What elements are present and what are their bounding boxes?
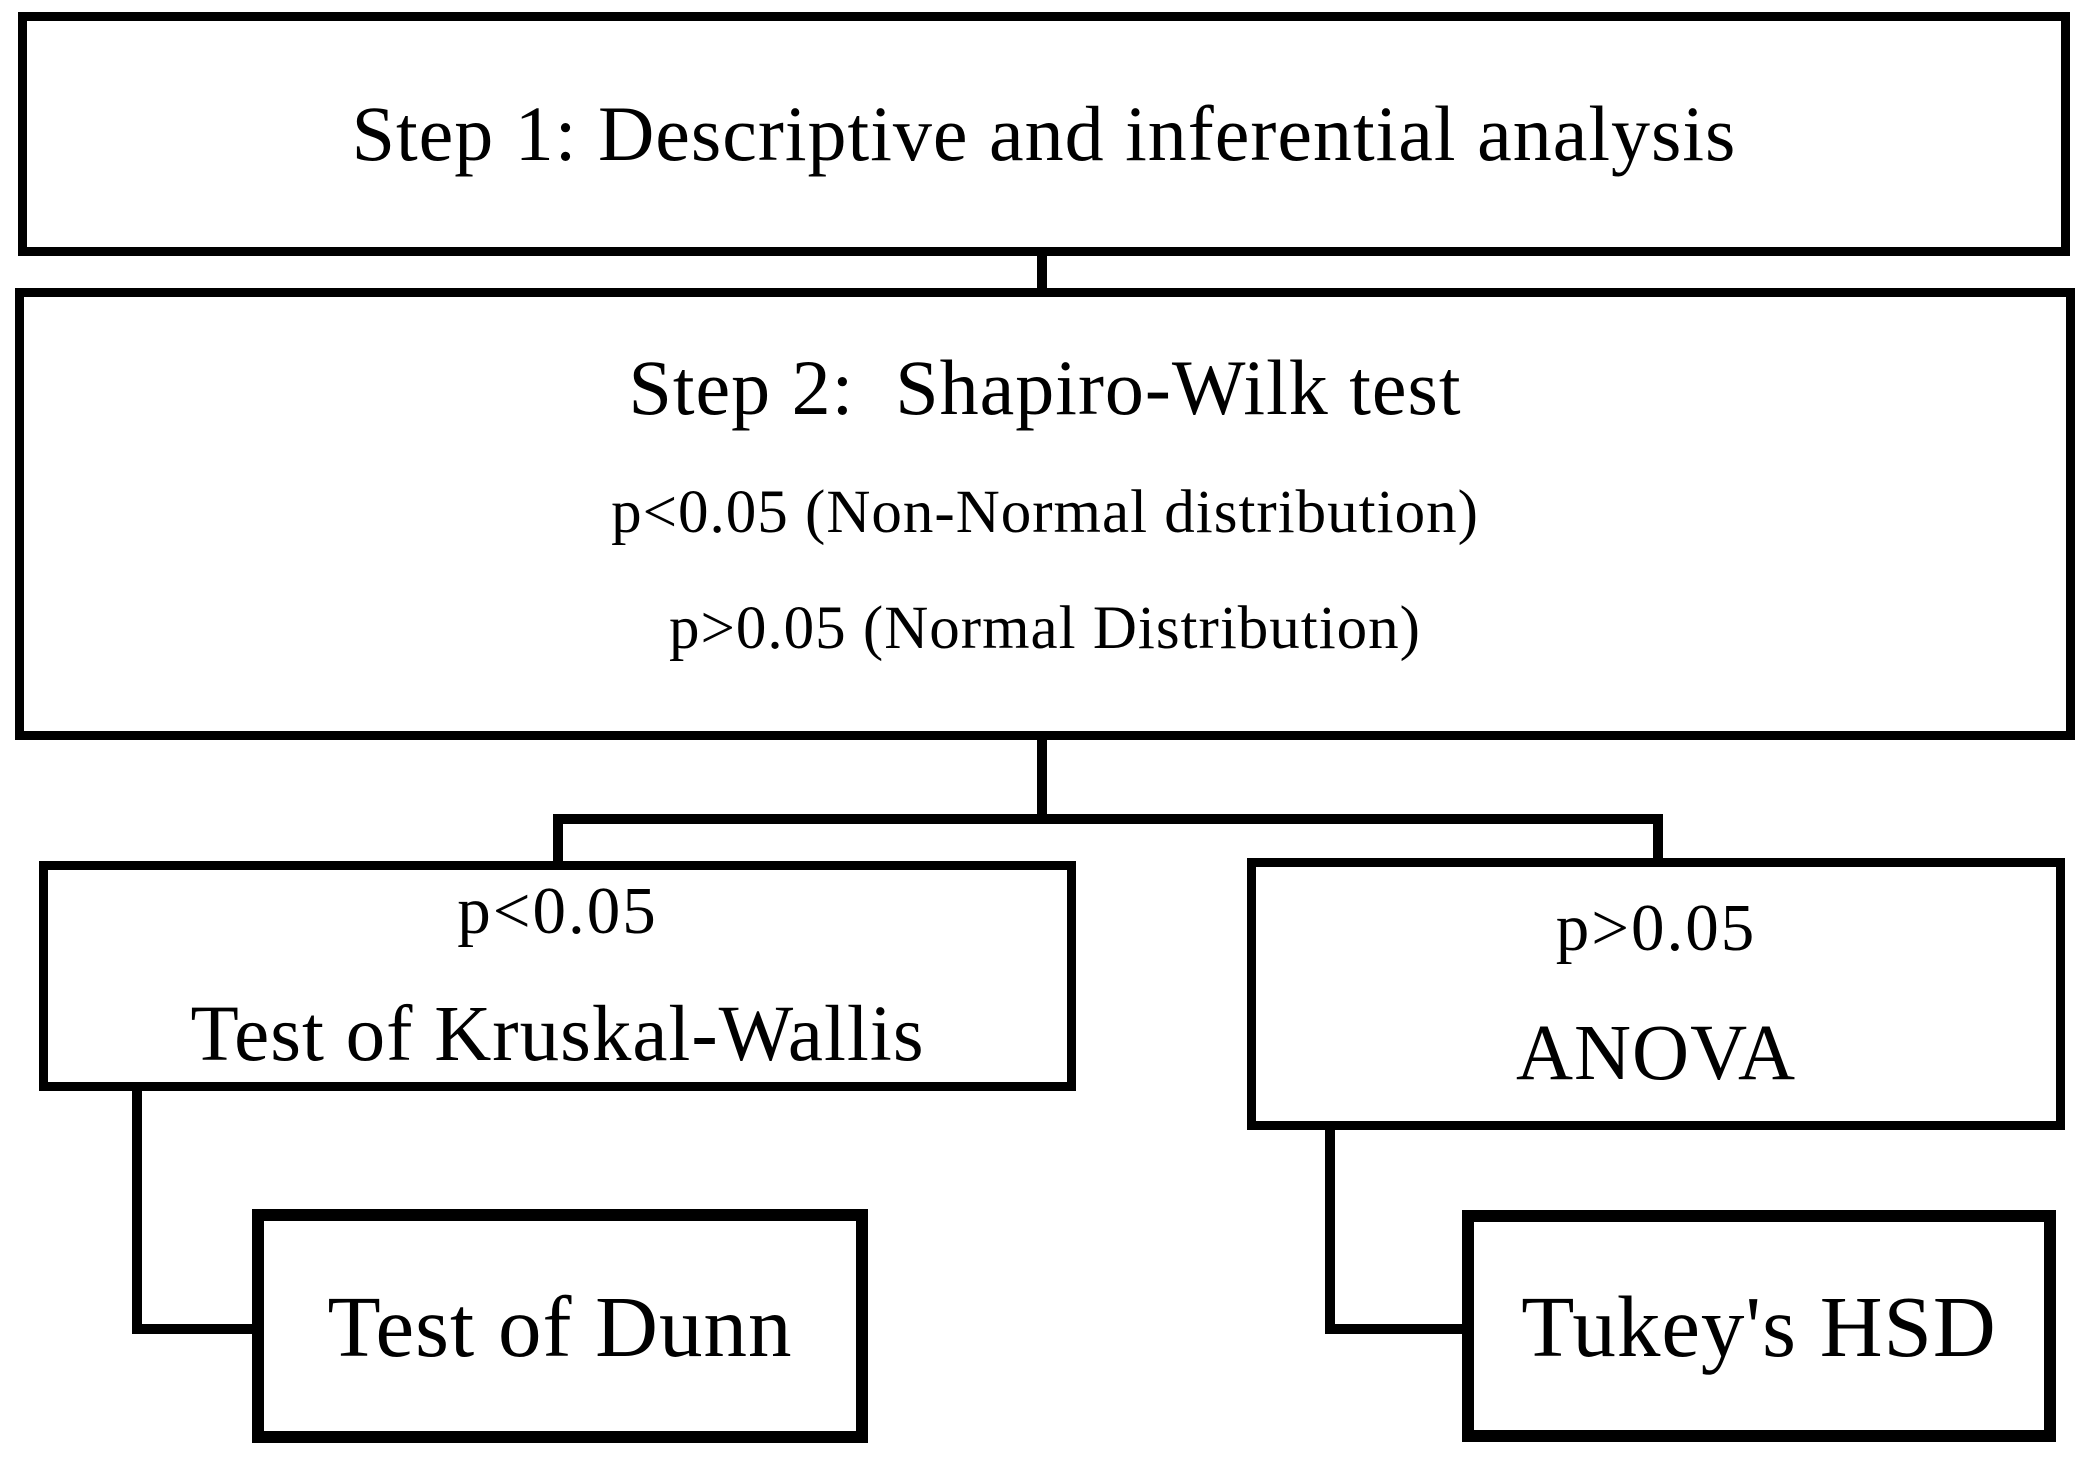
step2-condition-non-normal: p<0.05 (Non-Normal distribution) <box>611 479 1479 546</box>
dunn-test-label: Test of Dunn <box>327 1277 793 1375</box>
tukey-test-label: Tukey's HSD <box>1521 1277 1997 1375</box>
anova-condition: p>0.05 <box>1555 891 1757 965</box>
connector-step2-stem <box>1037 736 1047 824</box>
anova-box: p>0.05 ANOVA <box>1247 858 2065 1130</box>
kruskal-wallis-box: p<0.05 Test of Kruskal-Wallis <box>39 861 1076 1091</box>
connector-anova-tukey-horizontal <box>1325 1324 1468 1334</box>
connector-kruskal-dunn-vertical <box>132 1087 142 1334</box>
step2-title: Step 2: Shapiro-Wilk test <box>628 344 1462 431</box>
anova-test-label: ANOVA <box>1515 1010 1797 1097</box>
step1-box: Step 1: Descriptive and inferential anal… <box>18 12 2070 256</box>
connector-anova-tukey-vertical <box>1325 1126 1335 1334</box>
step2-condition-normal: p>0.05 (Normal Distribution) <box>669 595 1421 662</box>
kruskal-condition: p<0.05 <box>457 874 658 948</box>
kruskal-test-label: Test of Kruskal-Wallis <box>190 991 925 1078</box>
step1-title: Step 1: Descriptive and inferential anal… <box>351 90 1737 177</box>
tukey-box: Tukey's HSD <box>1462 1210 2056 1442</box>
connector-step1-step2 <box>1037 252 1047 292</box>
dunn-box: Test of Dunn <box>252 1209 868 1443</box>
connector-kruskal-dunn-horizontal <box>132 1324 258 1334</box>
connector-branch-bar <box>553 814 1663 824</box>
connector-left-leg <box>553 820 563 865</box>
step2-box: Step 2: Shapiro-Wilk test p<0.05 (Non-No… <box>15 288 2075 740</box>
connector-right-leg <box>1653 820 1663 862</box>
